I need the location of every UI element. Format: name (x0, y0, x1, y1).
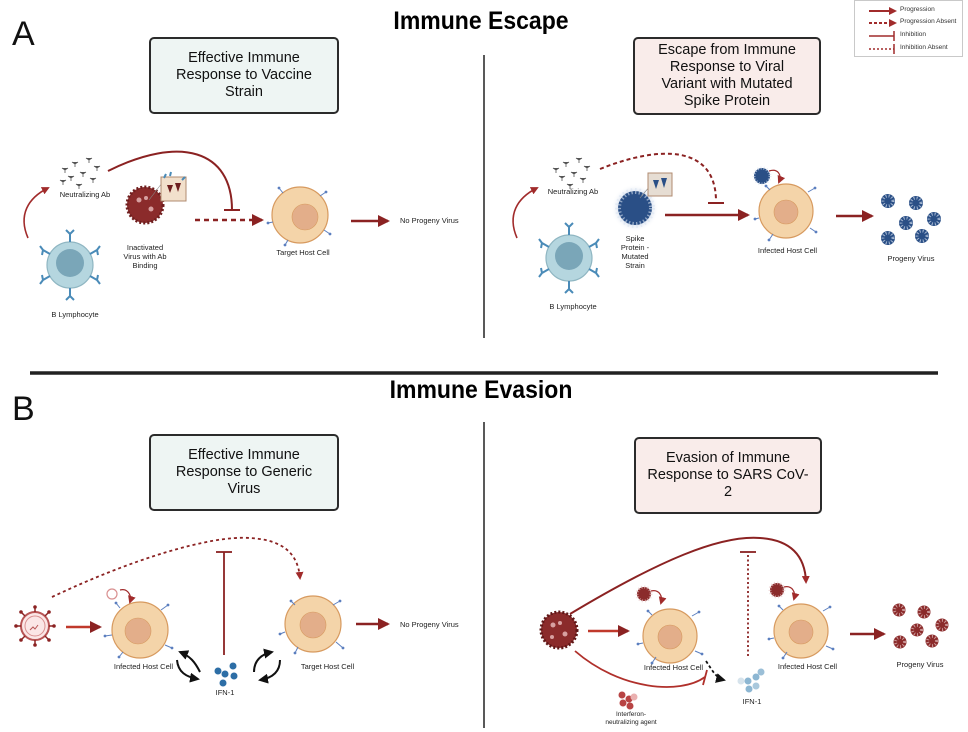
label-no-progeny-virus: No Progeny Virus (400, 620, 459, 629)
panel-b-title: Immune Evasion (389, 376, 573, 404)
solid-arrow-icon (869, 7, 897, 15)
infected-host-cell-icon (635, 585, 704, 665)
box-mutated-spike: Escape from Immune Response to Viral Var… (633, 37, 821, 115)
label-infected-host-cell: Infected Host Cell (777, 662, 838, 671)
panel-a-title: Immune Escape (393, 7, 569, 35)
label-no-progeny-virus: No Progeny Virus (400, 216, 459, 225)
infected-host-cell-icon (767, 581, 835, 660)
legend-item-progression-absent: Progression Absent (855, 17, 962, 28)
inhibition-absent-arc (599, 152, 717, 201)
label-progeny-virus: Progeny Virus (896, 660, 944, 669)
legend: Progression Progression Absent Inhibitio… (854, 0, 963, 57)
legend-label: Inhibition Absent (900, 44, 948, 51)
progression-absent-arc (51, 536, 304, 598)
feedback-arrows-left-icon (176, 650, 201, 683)
legend-item-progression: Progression (855, 5, 962, 16)
legend-item-inhibition: Inhibition (855, 30, 962, 41)
generic-virus-icon (14, 605, 56, 647)
neutralizing-ab-cluster-icon (552, 157, 591, 189)
target-host-cell-icon (266, 186, 332, 247)
legend-label: Progression Absent (900, 18, 957, 25)
label-inactivated-virus: Inactivated Virus with Ab Binding (123, 243, 167, 270)
box-sars-cov-2: Evasion of Immune Response to SARS CoV-2 (634, 437, 822, 514)
progression-arrow-bcell-to-ab (512, 187, 539, 239)
label-neutralizing-ab: Neutralizing Ab (547, 187, 599, 196)
legend-label: Inhibition (900, 31, 927, 38)
dashed-arrow-to-ifn (705, 660, 726, 683)
box-vaccine-strain: Effective Immune Response to Vaccine Str… (149, 37, 339, 114)
label-neutralizing-ab: Neutralizing Ab (59, 190, 111, 199)
label-target-host-cell: Target Host Cell (300, 662, 355, 671)
ifn-1-cluster-icon (214, 662, 238, 687)
label-infected-host-cell: Infected Host Cell (757, 246, 818, 255)
legend-label: Progression (900, 6, 935, 13)
progeny-virus-cluster-icon (881, 194, 941, 245)
neutralizing-ab-cluster-icon (59, 157, 101, 189)
dashed-bar-icon (869, 44, 895, 54)
ifn-1-cluster-faded-icon (737, 668, 765, 693)
mutated-spike-virus-icon (611, 172, 673, 232)
inhibition-bar (702, 669, 708, 686)
label-b-lymphocyte: B Lymphocyte (549, 302, 597, 311)
infected-host-cell-icon (103, 588, 174, 659)
interferon-neutralizing-agent-icon (618, 691, 638, 710)
progression-arrow-bcell-to-ab (23, 187, 50, 239)
panel-a-letter: A (12, 15, 35, 53)
label-ifn-1: IFN-1 (215, 688, 235, 697)
inactivated-virus-icon (125, 171, 187, 225)
label-b-lymphocyte: B Lymphocyte (51, 310, 99, 319)
solid-bar-icon (869, 31, 895, 41)
label-progeny-virus: Progeny Virus (887, 254, 935, 263)
progression-arc-sars (569, 536, 810, 615)
box-generic-virus: Effective Immune Response to Generic Vir… (149, 434, 339, 511)
label-ifn-1: IFN-1 (742, 697, 762, 706)
legend-item-inhibition-absent: Inhibition Absent (855, 43, 962, 54)
b-lymphocyte-icon (39, 229, 101, 301)
inhibition-arc-agent (574, 650, 706, 688)
panel-b-letter: B (12, 390, 35, 428)
b-lymphocyte-icon (538, 222, 600, 294)
progeny-virus-cluster-icon (892, 603, 949, 649)
sars-cov-2-virus-icon (539, 610, 579, 650)
dashed-arrow-icon (869, 19, 897, 27)
feedback-arrows-right-icon (253, 648, 281, 684)
label-infected-host-cell: Infected Host Cell (643, 663, 704, 672)
target-host-cell-icon (278, 595, 345, 655)
label-interferon-neutralizing-agent: Interferon- neutralizing agent (605, 711, 657, 726)
label-target-host-cell: Target Host Cell (276, 248, 330, 257)
label-spike-protein-mutated: Spike Protein - Mutated Strain (620, 234, 650, 270)
inhibition-arc-ab (107, 150, 233, 211)
label-infected-host-cell: Infected Host Cell (113, 662, 174, 671)
infected-host-cell-icon (752, 166, 818, 242)
